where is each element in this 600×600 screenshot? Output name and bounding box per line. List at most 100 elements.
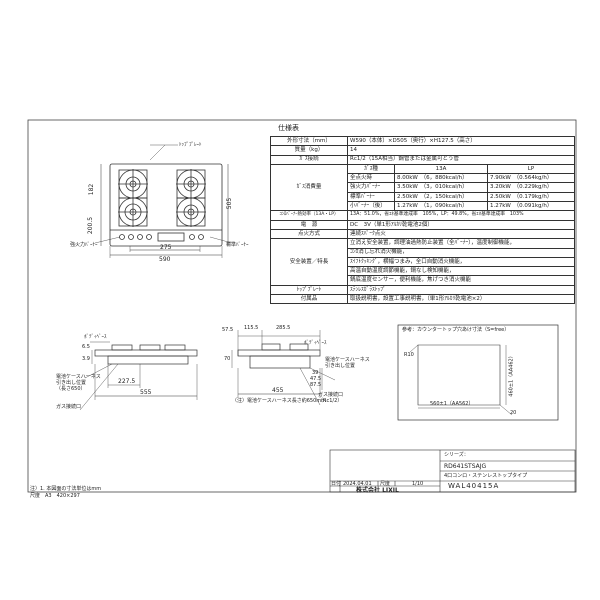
table-row: 外形寸法（mm） W590（本体）×D505（奥行）×H127.5（高さ） bbox=[270, 135, 575, 147]
spec-label-accessories: 付属品 bbox=[270, 294, 348, 305]
spec-label-ignition: 点火方式 bbox=[270, 228, 348, 240]
spec-label-gas-connection: ｶﾞｽ接続 bbox=[270, 154, 348, 165]
spec-consumption-lp: 3.20kW （0.229kg/h） bbox=[487, 182, 575, 193]
front-dim-6-5: 6.5 bbox=[82, 344, 90, 350]
table-row: 高温自動温度調節機能，鍋なし検知機能， bbox=[271, 266, 575, 277]
spec-safety-line: 立消え安全装置，調理油過熱防止装置（全ﾊﾞｰﾅｰ），温度制御機能， bbox=[347, 238, 575, 249]
spec-consumption-lp: 7.90kW （0.564kg/h） bbox=[487, 173, 575, 184]
front-view bbox=[79, 341, 198, 411]
spec-value-ignition: 連続ｽﾊﾟｰｸ点火 bbox=[347, 228, 575, 240]
spec-safety-line: 鍋底温度センサー，便利機能，焦げつき消火機能 bbox=[347, 275, 575, 286]
note-2: 尺度 A3 420×297 bbox=[30, 493, 80, 499]
side-dim-87-5: 87.5 bbox=[310, 382, 322, 388]
plan-dim-505: 505 bbox=[226, 197, 234, 210]
spec-consumption-lp: 2.50kW （0.179kg/h） bbox=[487, 191, 575, 203]
spec-consumption-13a: 2.50kW （2，150kcal/h） bbox=[394, 191, 488, 203]
title-series-label: シリーズ： bbox=[444, 452, 469, 458]
front-dim-555: 555 bbox=[140, 389, 152, 396]
side-dim-115-5: 115.5 bbox=[244, 325, 259, 331]
side-dim-70: 70 bbox=[224, 356, 231, 362]
table-row: ｶﾞｽ消費量 ｶﾞｽ種 13A LP bbox=[270, 163, 575, 212]
reference-dim-460: 460±1（AA462） bbox=[508, 353, 515, 397]
spec-value-power: DC 3V（単1形ｱﾙｶﾘ乾電池2個） bbox=[347, 219, 575, 230]
spec-consumption-13a: 8.00kW （6，880kcal/h） bbox=[394, 173, 488, 184]
reference-dim-20: 20 bbox=[510, 410, 517, 416]
front-label-body: ﾎﾞﾃﾞｨﾍﾞｰｽ bbox=[84, 334, 107, 340]
spec-label-consumption: ｶﾞｽ消費量 bbox=[270, 163, 348, 212]
plan-dim-275: 275 bbox=[160, 244, 172, 251]
spec-label-trivet: ﾄｯﾌﾟﾌﾟﾚｰﾄ bbox=[270, 284, 348, 296]
spec-title: 仕様表 bbox=[278, 124, 299, 132]
front-dim-3-9: 3.9 bbox=[82, 356, 90, 362]
spec-consumption-label: 全点火時 bbox=[347, 173, 395, 184]
spec-value-dimensions: W590（本体）×D505（奥行）×H127.5（高さ） bbox=[347, 135, 575, 147]
title-scale-label: 尺度 bbox=[380, 481, 391, 487]
plan-dim-590: 590 bbox=[159, 256, 171, 263]
title-scale: 1/10 bbox=[412, 481, 424, 487]
spec-label-weight: 質量（kg） bbox=[270, 145, 348, 156]
side-note: （注）電池ケースハーネス長さ約650mm bbox=[232, 398, 327, 404]
burner-rear-right bbox=[176, 169, 206, 199]
front-harness-length: （長さ650） bbox=[56, 386, 86, 392]
plan-label-standard-burner: 標準ﾊﾞｰﾅｰ bbox=[226, 242, 249, 248]
plan-dim-182: 182 bbox=[88, 183, 96, 196]
note-1: 注）1. 本図面の寸法単位はmm bbox=[30, 486, 102, 492]
spec-value-efficiency: 13A：51.0%，省ｴﾈ基準達成率 105%，LP：49.8%，省ｴﾈ基準達成… bbox=[347, 210, 575, 221]
side-harness-1: 電池ケースハーネス bbox=[325, 357, 370, 363]
table-row: 電 源 DC 3V（単1形ｱﾙｶﾘ乾電池2個） bbox=[270, 219, 575, 230]
side-view bbox=[231, 330, 336, 406]
spec-safety-line: ｺﾝﾛ消し忘れ消火機能， bbox=[347, 248, 575, 258]
title-date-label: 日付 bbox=[331, 481, 342, 487]
spec-value-accessories: 取扱説明書，設置工事説明書，（単1形ｱﾙｶﾘ乾電池×2） bbox=[347, 294, 575, 305]
burner-front-left bbox=[118, 197, 148, 227]
spec-label-safety: 安全装置／特長 bbox=[270, 238, 348, 286]
side-gas-connection: ガス接続口 bbox=[318, 392, 344, 398]
spec-consumption-label: 標準ﾊﾞｰﾅｰ bbox=[347, 191, 395, 203]
table-row: 点火方式 連続ｽﾊﾟｰｸ点火 bbox=[270, 228, 575, 240]
spec-label-efficiency: ｺﾝﾛﾊﾞｰﾅｰ熱効率（13A・LP） bbox=[270, 210, 348, 221]
reference-title: 参考：カウンタートップ穴あけ寸法（S=free） bbox=[402, 327, 510, 333]
side-dim-47-5: 47.5 bbox=[310, 376, 322, 382]
table-row: ｺﾝﾛ消し忘れ消火機能， bbox=[271, 248, 575, 258]
reference-dim-r: R10 bbox=[404, 352, 414, 358]
plan-label-top-plate: ﾄｯﾌﾟﾌﾟﾚｰﾄ bbox=[179, 142, 202, 148]
title-company: 株式会社 LIXIL bbox=[356, 487, 399, 494]
side-dim-285-5: 285.5 bbox=[276, 325, 291, 331]
table-row: 質量（kg） 14 bbox=[270, 145, 575, 156]
burner-front-right bbox=[176, 197, 206, 227]
spec-consumption-label: 強火力ﾊﾞｰﾅｰ bbox=[347, 182, 395, 193]
table-row: 安全装置／特長 立消え安全装置，調理油過熱防止装置（全ﾊﾞｰﾅｰ），温度制御機能… bbox=[270, 238, 575, 286]
spec-label-dimensions: 外形寸法（mm） bbox=[270, 135, 348, 147]
table-row: ｺﾝﾛﾊﾞｰﾅｰ熱効率（13A・LP） 13A：51.0%，省ｴﾈ基準達成率 1… bbox=[270, 210, 575, 221]
reference-box bbox=[397, 324, 559, 421]
spec-table: 外形寸法（mm） W590（本体）×D505（奥行）×H127.5（高さ） 質量… bbox=[270, 135, 575, 305]
reference-dim-560: 560±1（AA562） bbox=[430, 401, 474, 407]
spec-safety-line: 高温自動温度調節機能，鍋なし検知機能， bbox=[347, 266, 575, 277]
front-battery-harness: 電池ケースハーネス bbox=[56, 374, 101, 380]
spec-consumption-lp: 1.27kW （0.091kg/h） bbox=[487, 201, 575, 212]
front-harness-pull: 引き出し位置 bbox=[56, 380, 87, 386]
title-date: 2024.04.01 bbox=[343, 481, 372, 487]
title-description: 4口コンロ・ステンレストップタイプ bbox=[444, 473, 528, 479]
spec-consumption-13a: 1.27kW （1，090kcal/h） bbox=[394, 201, 488, 212]
table-row: 全点火時 8.00kW （6，880kcal/h） 7.90kW （0.564k… bbox=[271, 173, 575, 184]
front-dim-227-5: 227.5 bbox=[118, 378, 136, 385]
side-label-body: ﾎﾞﾃﾞｨﾍﾞｰｽ bbox=[304, 340, 327, 346]
plan-label-strong-burner: 強火力ﾊﾞｰﾅｰ bbox=[70, 242, 98, 248]
title-model: RD641STSAJG bbox=[444, 463, 487, 470]
table-row: ｽｲﾌﾄｸｯｷﾝｸﾞ，横幅つまみ，全口自動消火機能， bbox=[271, 257, 575, 268]
title-drawing-number: WAL40415A bbox=[448, 482, 500, 490]
spec-consumption-label: 小ﾊﾞｰﾅｰ（後） bbox=[347, 201, 395, 212]
plan-dim-200-5: 200.5 bbox=[87, 216, 95, 235]
spec-gas-lp: LP bbox=[487, 163, 575, 175]
table-row: ﾄｯﾌﾟﾌﾟﾚｰﾄ ｽﾃﾝﾚｽｶﾞﾗｽﾄｯﾌﾟ bbox=[270, 284, 575, 296]
spec-value-weight: 14 bbox=[347, 145, 575, 156]
plan-view bbox=[94, 144, 233, 258]
table-row: 付属品 取扱説明書，設置工事説明書，（単1形ｱﾙｶﾘ乾電池×2） bbox=[270, 294, 575, 305]
spec-value-trivet: ｽﾃﾝﾚｽｶﾞﾗｽﾄｯﾌﾟ bbox=[347, 284, 575, 296]
side-dim-455: 455 bbox=[272, 387, 284, 394]
table-row: 標準ﾊﾞｰﾅｰ 2.50kW （2，150kcal/h） 2.50kW （0.1… bbox=[271, 191, 575, 203]
spec-consumption-13a: 3.50kW （3，010kcal/h） bbox=[394, 182, 488, 193]
